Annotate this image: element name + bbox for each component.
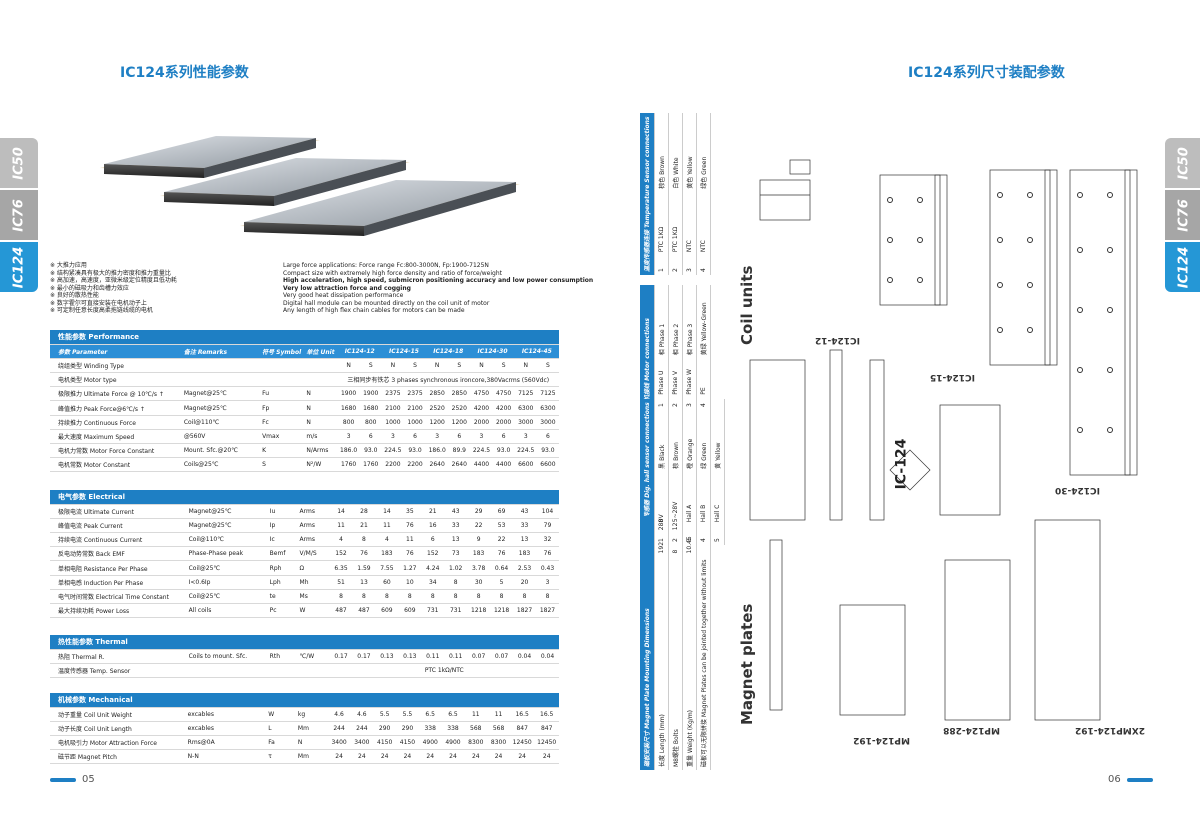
model-label-ic124-12: IC124-12 (815, 335, 860, 345)
magnet-plates-label: Magnet plates (738, 603, 756, 725)
model-label-ic124-30: IC124-30 (1055, 485, 1100, 495)
model-label-2xmp124-192: 2XMP124-192 (1074, 725, 1145, 735)
section-header: 机械参数 Mechanical (50, 693, 559, 708)
page-title: IC124系列性能参数 (120, 65, 249, 81)
left-page: IC124系列性能参数 IC50 IC76 IC124 (0, 65, 594, 785)
ic124-badge: IC-124 (893, 438, 910, 490)
section-header: 热性能参数 Thermal (50, 635, 559, 650)
tab-ic76[interactable]: IC76 (0, 190, 38, 240)
tab-ic124[interactable]: IC124 (1165, 242, 1200, 292)
model-label-mp124-192: MP124-192 (853, 735, 910, 745)
series-tabs: IC50 IC76 IC124 (0, 130, 40, 292)
model-label-mp124-288: MP124-288 (943, 725, 1000, 735)
series-tabs: IC50 IC76 IC124 (1165, 130, 1200, 292)
motor-product-image (100, 136, 520, 236)
tab-ic50[interactable]: IC50 (0, 138, 38, 188)
section-header: 性能参数 Performance (50, 330, 559, 345)
page-title: IC124系列尺寸装配参数 (908, 65, 1065, 81)
page-number: 05 (50, 774, 95, 785)
page-number: 06 (1108, 774, 1153, 785)
right-page: IC124系列尺寸装配参数 IC50 IC76 IC124 温度传感器连接 Te… (600, 0, 1200, 817)
model-label-ic124-15: IC124-15 (930, 372, 975, 382)
tab-ic76[interactable]: IC76 (1165, 190, 1200, 240)
features-cn: ※ 大推力应用※ 结构紧凑具有极大的推力密度和推力重量比※ 高加速，高速度，亚微… (50, 262, 177, 314)
features-en: Large force applications: Force range Fc… (283, 262, 594, 314)
tab-ic50[interactable]: IC50 (1165, 138, 1200, 188)
dimension-drawings (749, 159, 1138, 721)
tab-ic124[interactable]: IC124 (0, 242, 38, 292)
coil-units-label: Coil units (738, 265, 756, 345)
section-header: 电气参数 Electrical (50, 490, 559, 505)
